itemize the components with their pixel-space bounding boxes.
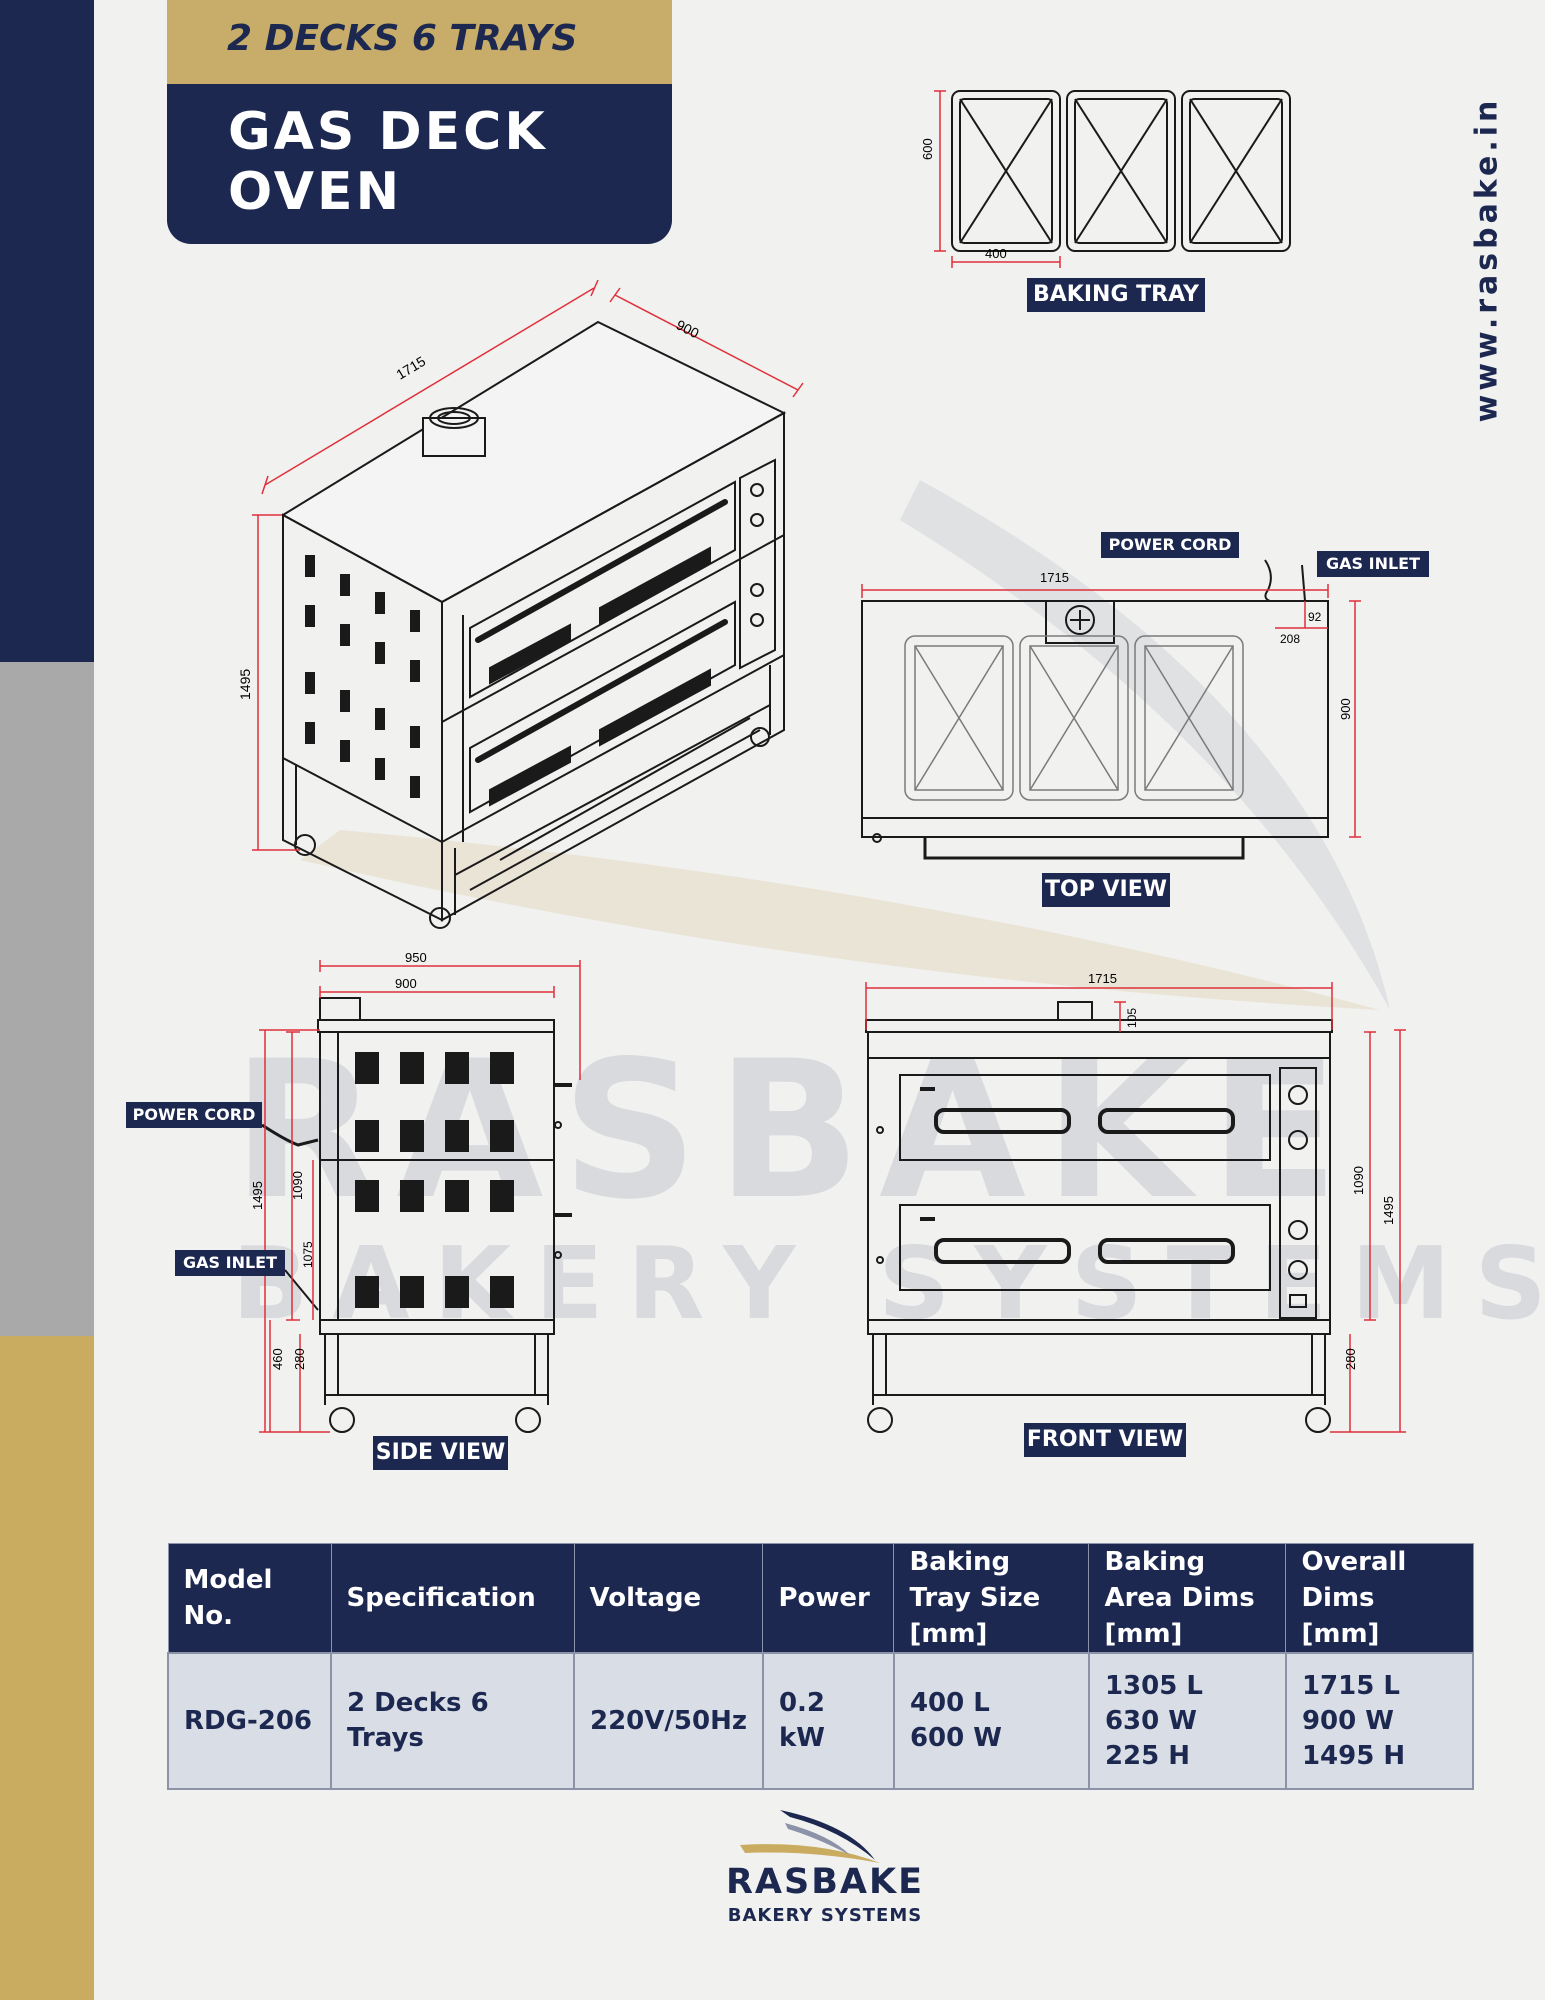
side-view-dimensions: [259, 960, 581, 1433]
background-swoosh: [300, 830, 1380, 1010]
side-gas-inlet-label: GAS INLET: [175, 1250, 285, 1276]
col-power: Power: [762, 1543, 895, 1654]
front-view-drawing: [865, 1001, 1333, 1433]
table-row: RDG-206 2 Decks 6 Trays 220V/50Hz 0.2 kW…: [167, 1652, 1475, 1790]
side-height-dim: 1495: [250, 1181, 265, 1210]
cell-power: 0.2 kW: [761, 1652, 895, 1790]
front-view-dimensions: [865, 982, 1406, 1433]
overall-length: 1715 L: [1301, 1670, 1400, 1701]
header-subtitle: 2 DECKS 6 TRAYS: [227, 18, 578, 59]
top-view-drawing: [861, 559, 1329, 860]
col-baking-area: Baking Area Dims [mm]: [1088, 1543, 1287, 1654]
side-width-outer-dim: 950: [405, 950, 427, 965]
background-swoosh-2: [900, 480, 1390, 1010]
top-depth-dim: 900: [1338, 698, 1353, 720]
overall-width: 900 W: [1301, 1705, 1394, 1736]
brand-tagline: BAKERY SYSTEMS: [727, 1905, 923, 1926]
table-header-row: Model No. Specification Voltage Power Ba…: [167, 1543, 1474, 1654]
side-view-drawing: [261, 997, 572, 1433]
header-subtitle-bar: 2 DECKS 6 TRAYS: [167, 0, 672, 84]
col-voltage: Voltage: [573, 1543, 764, 1654]
col-overall: Overall Dims [mm]: [1285, 1543, 1474, 1654]
sidebar-gold-block: [0, 1336, 94, 2000]
tray-size-length: 400 L: [909, 1688, 990, 1718]
isometric-oven-drawing: [281, 320, 787, 929]
top-power-cord-label: POWER CORD: [1101, 532, 1239, 558]
baking-tray-label: BAKING TRAY: [1027, 278, 1205, 312]
cell-tray-size: 400 L 600 W: [892, 1652, 1090, 1790]
cell-model: RDG-206: [167, 1652, 332, 1790]
side-power-cord-label: POWER CORD: [126, 1102, 262, 1128]
top-view-dimensions: [861, 584, 1361, 838]
iso-length-dim: 1715: [393, 353, 428, 383]
front-body-dim: 1090: [1351, 1166, 1366, 1195]
top-gas-inlet-label: GAS INLET: [1317, 551, 1429, 577]
cell-voltage: 220V/50Hz: [573, 1652, 764, 1790]
technical-drawings: 600 400: [237, 90, 1406, 1433]
tray-height-dim: 600: [920, 138, 935, 160]
page-title: GAS DECK OVEN: [228, 102, 548, 222]
front-length-dim: 1715: [1088, 971, 1117, 986]
cell-overall: 1715 L 900 W 1495 H: [1284, 1652, 1475, 1790]
col-model: Model No.: [167, 1543, 332, 1654]
tray-size-width: 600 W: [909, 1723, 1002, 1753]
logo-swoosh-icon: [740, 1810, 880, 1863]
sidebar-navy-block: [0, 0, 94, 662]
front-view-label: FRONT VIEW: [1024, 1423, 1186, 1457]
baking-tray-drawing: [951, 90, 1291, 252]
top-view-label: TOP VIEW: [1042, 873, 1170, 907]
top-inlet-x-dim: 208: [1280, 632, 1300, 646]
col-tray-size: Baking Tray Size [mm]: [893, 1543, 1090, 1654]
tray-width-dim: 400: [985, 246, 1007, 261]
side-stand-dim: 280: [292, 1348, 307, 1370]
col-specification: Specification: [330, 1543, 575, 1654]
baking-area-width: 630 W: [1104, 1705, 1197, 1736]
specification-table: Model No. Specification Voltage Power Ba…: [167, 1543, 1475, 1790]
side-view-label: SIDE VIEW: [373, 1436, 508, 1470]
header-title-bar: GAS DECK OVEN: [167, 84, 672, 244]
side-leg-dim: 460: [270, 1348, 285, 1370]
overall-height: 1495 H: [1301, 1740, 1406, 1771]
left-color-bar: [0, 0, 94, 2000]
top-length-dim: 1715: [1040, 570, 1069, 585]
brand-logo: RASBAKE BAKERY SYSTEMS: [700, 1805, 950, 1945]
front-height-dim: 1495: [1381, 1196, 1396, 1225]
baking-tray-dimensions: [934, 90, 1061, 268]
side-inner-dim: 1075: [301, 1241, 315, 1268]
side-body-dim: 1090: [290, 1171, 305, 1200]
top-inlet-y-dim: 92: [1308, 610, 1322, 624]
iso-height-dim: 1495: [237, 669, 253, 700]
iso-dimensions: [252, 279, 804, 851]
cell-baking-area: 1305 L 630 W 225 H: [1087, 1652, 1287, 1790]
baking-area-length: 1305 L: [1104, 1670, 1203, 1701]
cell-specification: 2 Decks 6 Trays: [330, 1652, 575, 1790]
front-stand-dim: 280: [1343, 1348, 1358, 1370]
side-width-dim: 900: [395, 976, 417, 991]
baking-area-height: 225 H: [1104, 1740, 1191, 1771]
brand-name: RASBAKE: [725, 1862, 925, 1902]
front-chimney-dim: 105: [1125, 1008, 1139, 1028]
sidebar-grey-block: [0, 662, 94, 1336]
